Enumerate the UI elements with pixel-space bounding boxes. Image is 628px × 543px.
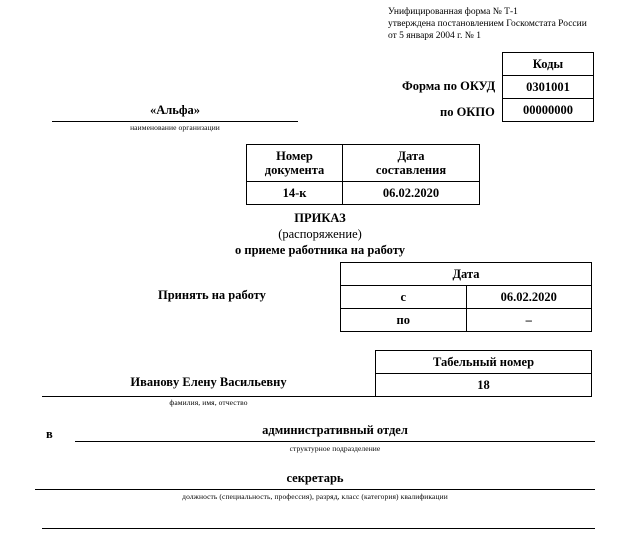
form-header-line-3: от 5 января 2004 г. № 1	[388, 31, 481, 41]
employee-name-caption: фамилия, имя, отчество	[169, 398, 248, 407]
department-name: административный отдел	[262, 423, 408, 437]
personnel-number-value: 18	[375, 373, 592, 397]
doc-date-value: 06.02.2020	[342, 181, 480, 205]
organization-caption: наименование организации	[130, 123, 220, 132]
hire-date-table: Дата с 06.02.2020 по –	[340, 262, 592, 332]
okud-label: Форма по ОКУД	[402, 79, 496, 93]
codes-table-header: Коды	[502, 52, 594, 76]
okud-code-value: 0301001	[502, 75, 594, 99]
codes-table: Коды 0301001 00000000	[502, 52, 594, 122]
document-number-table: Номер документа Дата составления 14-к 06…	[246, 144, 480, 205]
hire-label: Принять на работу	[158, 288, 266, 302]
position-name: секретарь	[286, 471, 344, 485]
order-title: ПРИКАЗ	[294, 211, 346, 225]
employee-full-name: Ивановy Елену Васильевну	[130, 375, 287, 389]
department-caption: структурное подразделение	[289, 444, 381, 453]
personnel-number-header: Табельный номер	[375, 350, 592, 374]
hire-to-value: –	[465, 308, 592, 332]
position-caption: должность (специальность, профессия), ра…	[182, 492, 448, 501]
order-title-sub: (распоряжение)	[278, 227, 362, 241]
form-header-line-1: Унифицированная форма № Т-1	[388, 7, 518, 17]
okpo-code-value: 00000000	[502, 98, 594, 122]
doc-number-header-line2: документа	[264, 163, 325, 177]
doc-number-value: 14-к	[246, 181, 343, 205]
organization-name: «Альфа»	[149, 103, 201, 117]
department-rule	[75, 441, 595, 442]
hire-from-value: 06.02.2020	[465, 285, 592, 309]
okpo-label: по ОКПО	[440, 105, 495, 119]
hire-date-header: Дата	[340, 262, 592, 286]
organization-rule	[52, 121, 298, 122]
hire-to-prefix: по	[340, 308, 467, 332]
doc-number-header: Номер документа	[246, 144, 343, 182]
order-subject: о приеме работника на работу	[235, 243, 405, 257]
position-rule	[35, 489, 595, 490]
hire-from-prefix: с	[340, 285, 467, 309]
department-preposition: в	[46, 427, 53, 441]
bottom-rule	[42, 528, 595, 529]
employee-name-rule	[42, 396, 375, 397]
doc-date-header-line1: Дата	[397, 149, 425, 163]
doc-date-header: Дата составления	[342, 144, 480, 182]
personnel-number-table: Табельный номер 18	[375, 350, 592, 397]
form-header-line-2: утверждена постановлением Госкомстата Ро…	[388, 19, 587, 29]
doc-number-header-line1: Номер	[276, 149, 313, 163]
doc-date-header-line2: составления	[375, 163, 447, 177]
